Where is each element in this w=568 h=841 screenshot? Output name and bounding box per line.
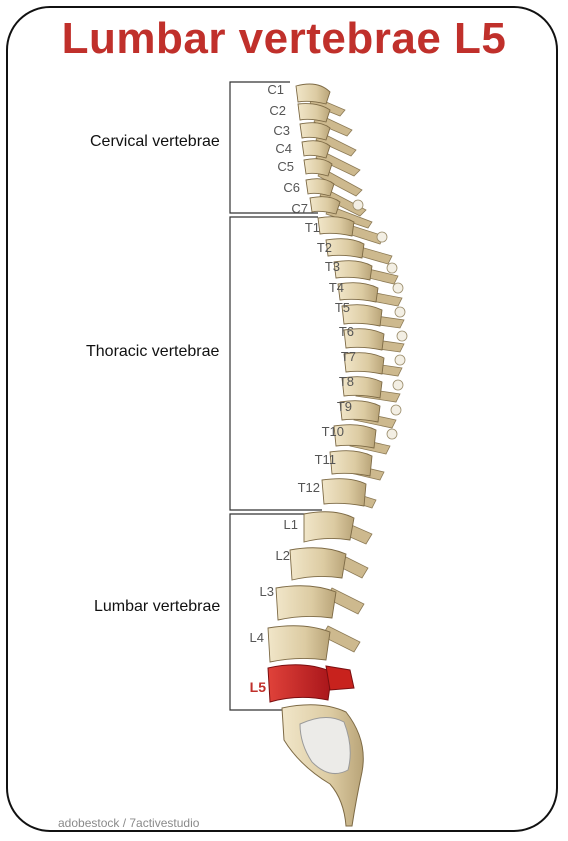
- lumbar-bracket: [229, 513, 322, 711]
- label-c3: C3: [273, 123, 290, 138]
- label-t11: T11: [314, 452, 336, 467]
- label-t8: T8: [338, 374, 354, 389]
- label-t5: T5: [334, 300, 350, 315]
- thoracic-bodies: [317, 216, 385, 507]
- label-t4: T4: [328, 280, 344, 295]
- cervical-label: Cervical vertebrae: [90, 133, 220, 150]
- label-c5: C5: [277, 159, 294, 174]
- lumbar-bodies: [267, 511, 355, 663]
- label-t6: T6: [338, 324, 354, 339]
- label-t7: T7: [340, 349, 356, 364]
- label-c1: C1: [267, 82, 284, 97]
- label-l1: L1: [283, 517, 298, 532]
- label-l5: L5: [249, 679, 266, 695]
- label-l3: L3: [259, 584, 274, 599]
- label-t2: T2: [316, 240, 332, 255]
- label-c6: C6: [283, 180, 300, 195]
- label-t3: T3: [324, 259, 340, 274]
- image-credit: adobestock / 7activestudio: [58, 816, 200, 830]
- label-t1: T1: [304, 220, 320, 235]
- label-c7: C7: [291, 201, 308, 216]
- label-l4: L4: [249, 630, 264, 645]
- card-frame: [6, 6, 558, 832]
- thoracic-bracket: [229, 216, 322, 511]
- cervical-bodies: [295, 83, 341, 215]
- lumbar-label: Lumbar vertebrae: [94, 598, 221, 615]
- thoracic-label: Thoracic vertebrae: [86, 343, 220, 360]
- label-c2: C2: [269, 103, 286, 118]
- label-t9: T9: [336, 399, 352, 414]
- label-t10: T10: [321, 424, 344, 439]
- l5-vertebra: [267, 664, 355, 703]
- sacrum: [281, 704, 364, 827]
- cervical-bracket: [229, 81, 318, 214]
- label-l2: L2: [275, 548, 290, 563]
- label-c4: C4: [275, 141, 292, 156]
- label-t12: T12: [297, 480, 320, 495]
- page-title: Lumbar vertebrae L5: [61, 14, 507, 63]
